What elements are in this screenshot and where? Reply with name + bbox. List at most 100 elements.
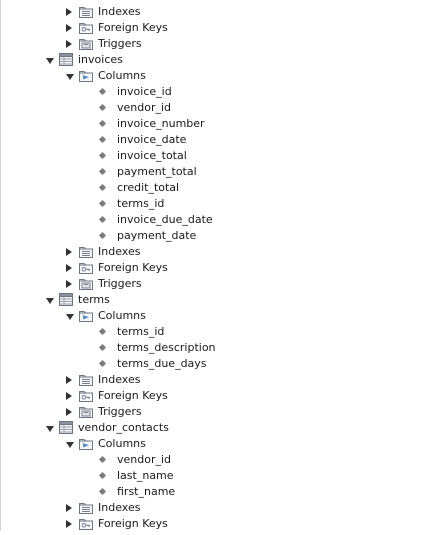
- folder-label: Foreign Keys: [98, 389, 168, 402]
- column-label: vendor_id: [117, 453, 172, 466]
- table-label: terms: [78, 293, 110, 306]
- collapse-arrow-icon[interactable]: [66, 24, 72, 32]
- panel-left-border: [0, 0, 1, 531]
- column-bullet-icon: [98, 103, 107, 112]
- column-node[interactable]: invoice_date: [0, 132, 426, 148]
- column-node[interactable]: invoice_number: [0, 116, 426, 132]
- column-bullet-icon: [98, 471, 107, 480]
- expand-arrow-icon[interactable]: [66, 74, 74, 80]
- folder-node[interactable]: Indexes: [0, 244, 426, 260]
- folder-node[interactable]: Columns: [0, 308, 426, 324]
- column-node[interactable]: last_name: [0, 468, 426, 484]
- columns-icon: [79, 69, 93, 82]
- column-node[interactable]: credit_total: [0, 180, 426, 196]
- folder-node[interactable]: Triggers: [0, 404, 426, 420]
- collapse-arrow-icon[interactable]: [66, 520, 72, 528]
- column-label: terms_id: [117, 197, 165, 210]
- column-bullet-icon: [98, 359, 107, 368]
- expand-arrow-icon[interactable]: [66, 442, 74, 448]
- collapse-arrow-icon[interactable]: [66, 264, 72, 272]
- indexes-icon: [79, 501, 93, 514]
- column-bullet-icon: [98, 119, 107, 128]
- column-label: first_name: [117, 485, 176, 498]
- column-bullet-icon: [98, 343, 107, 352]
- folder-node[interactable]: Indexes: [0, 372, 426, 388]
- folder-node[interactable]: Columns: [0, 436, 426, 452]
- column-node[interactable]: first_name: [0, 484, 426, 500]
- column-bullet-icon: [98, 215, 107, 224]
- collapse-arrow-icon[interactable]: [66, 376, 72, 384]
- collapse-arrow-icon[interactable]: [66, 248, 72, 256]
- column-node[interactable]: invoice_id: [0, 84, 426, 100]
- table-node[interactable]: vendor_contacts: [0, 420, 426, 436]
- indexes-icon: [79, 5, 93, 18]
- column-label: payment_total: [117, 165, 197, 178]
- column-node[interactable]: payment_date: [0, 228, 426, 244]
- column-node[interactable]: invoice_due_date: [0, 212, 426, 228]
- column-node[interactable]: payment_total: [0, 164, 426, 180]
- column-label: payment_date: [117, 229, 197, 242]
- folder-label: Foreign Keys: [98, 21, 168, 34]
- collapse-arrow-icon[interactable]: [66, 8, 72, 16]
- table-icon: [59, 53, 73, 66]
- columns-icon: [79, 437, 93, 450]
- column-label: invoice_due_date: [117, 213, 213, 226]
- column-node[interactable]: terms_id: [0, 324, 426, 340]
- column-node[interactable]: vendor_id: [0, 452, 426, 468]
- column-node[interactable]: invoice_total: [0, 148, 426, 164]
- column-node[interactable]: terms_id: [0, 196, 426, 212]
- collapse-arrow-icon[interactable]: [66, 408, 72, 416]
- folder-label: Foreign Keys: [98, 261, 168, 274]
- column-bullet-icon: [98, 199, 107, 208]
- column-node[interactable]: terms_due_days: [0, 356, 426, 372]
- column-label: terms_description: [117, 341, 216, 354]
- expand-arrow-icon[interactable]: [46, 298, 54, 304]
- table-icon: [59, 421, 73, 434]
- column-node[interactable]: vendor_id: [0, 100, 426, 116]
- folder-node[interactable]: Triggers: [0, 36, 426, 52]
- column-label: last_name: [117, 469, 174, 482]
- folder-label: Foreign Keys: [98, 517, 168, 530]
- folder-label: Columns: [98, 309, 146, 322]
- foreign-keys-icon: [79, 517, 93, 530]
- folder-node[interactable]: Foreign Keys: [0, 20, 426, 36]
- folder-node[interactable]: Foreign Keys: [0, 260, 426, 276]
- column-label: invoice_total: [117, 149, 187, 162]
- table-icon: [59, 293, 73, 306]
- expand-arrow-icon[interactable]: [46, 426, 54, 432]
- column-bullet-icon: [98, 487, 107, 496]
- column-node[interactable]: terms_description: [0, 340, 426, 356]
- column-bullet-icon: [98, 135, 107, 144]
- column-bullet-icon: [98, 183, 107, 192]
- column-bullet-icon: [98, 231, 107, 240]
- folder-node[interactable]: Columns: [0, 68, 426, 84]
- collapse-arrow-icon[interactable]: [66, 504, 72, 512]
- column-bullet-icon: [98, 87, 107, 96]
- table-label: vendor_contacts: [78, 421, 169, 434]
- folder-node[interactable]: Foreign Keys: [0, 388, 426, 404]
- folder-label: Triggers: [98, 277, 142, 290]
- indexes-icon: [79, 245, 93, 258]
- foreign-keys-icon: [79, 261, 93, 274]
- column-label: vendor_id: [117, 101, 172, 114]
- triggers-icon: [79, 37, 93, 50]
- column-label: terms_id: [117, 325, 165, 338]
- folder-label: Triggers: [98, 405, 142, 418]
- folder-node[interactable]: Indexes: [0, 500, 426, 516]
- table-node[interactable]: invoices: [0, 52, 426, 68]
- folder-node[interactable]: Triggers: [0, 276, 426, 292]
- expand-arrow-icon[interactable]: [66, 314, 74, 320]
- collapse-arrow-icon[interactable]: [66, 40, 72, 48]
- table-node[interactable]: terms: [0, 292, 426, 308]
- collapse-arrow-icon[interactable]: [66, 280, 72, 288]
- folder-label: Indexes: [98, 373, 141, 386]
- foreign-keys-icon: [79, 21, 93, 34]
- folder-node[interactable]: Foreign Keys: [0, 516, 426, 532]
- collapse-arrow-icon[interactable]: [66, 392, 72, 400]
- folder-label: Columns: [98, 69, 146, 82]
- column-label: invoice_number: [117, 117, 205, 130]
- folder-node[interactable]: Indexes: [0, 4, 426, 20]
- column-bullet-icon: [98, 151, 107, 160]
- expand-arrow-icon[interactable]: [46, 58, 54, 64]
